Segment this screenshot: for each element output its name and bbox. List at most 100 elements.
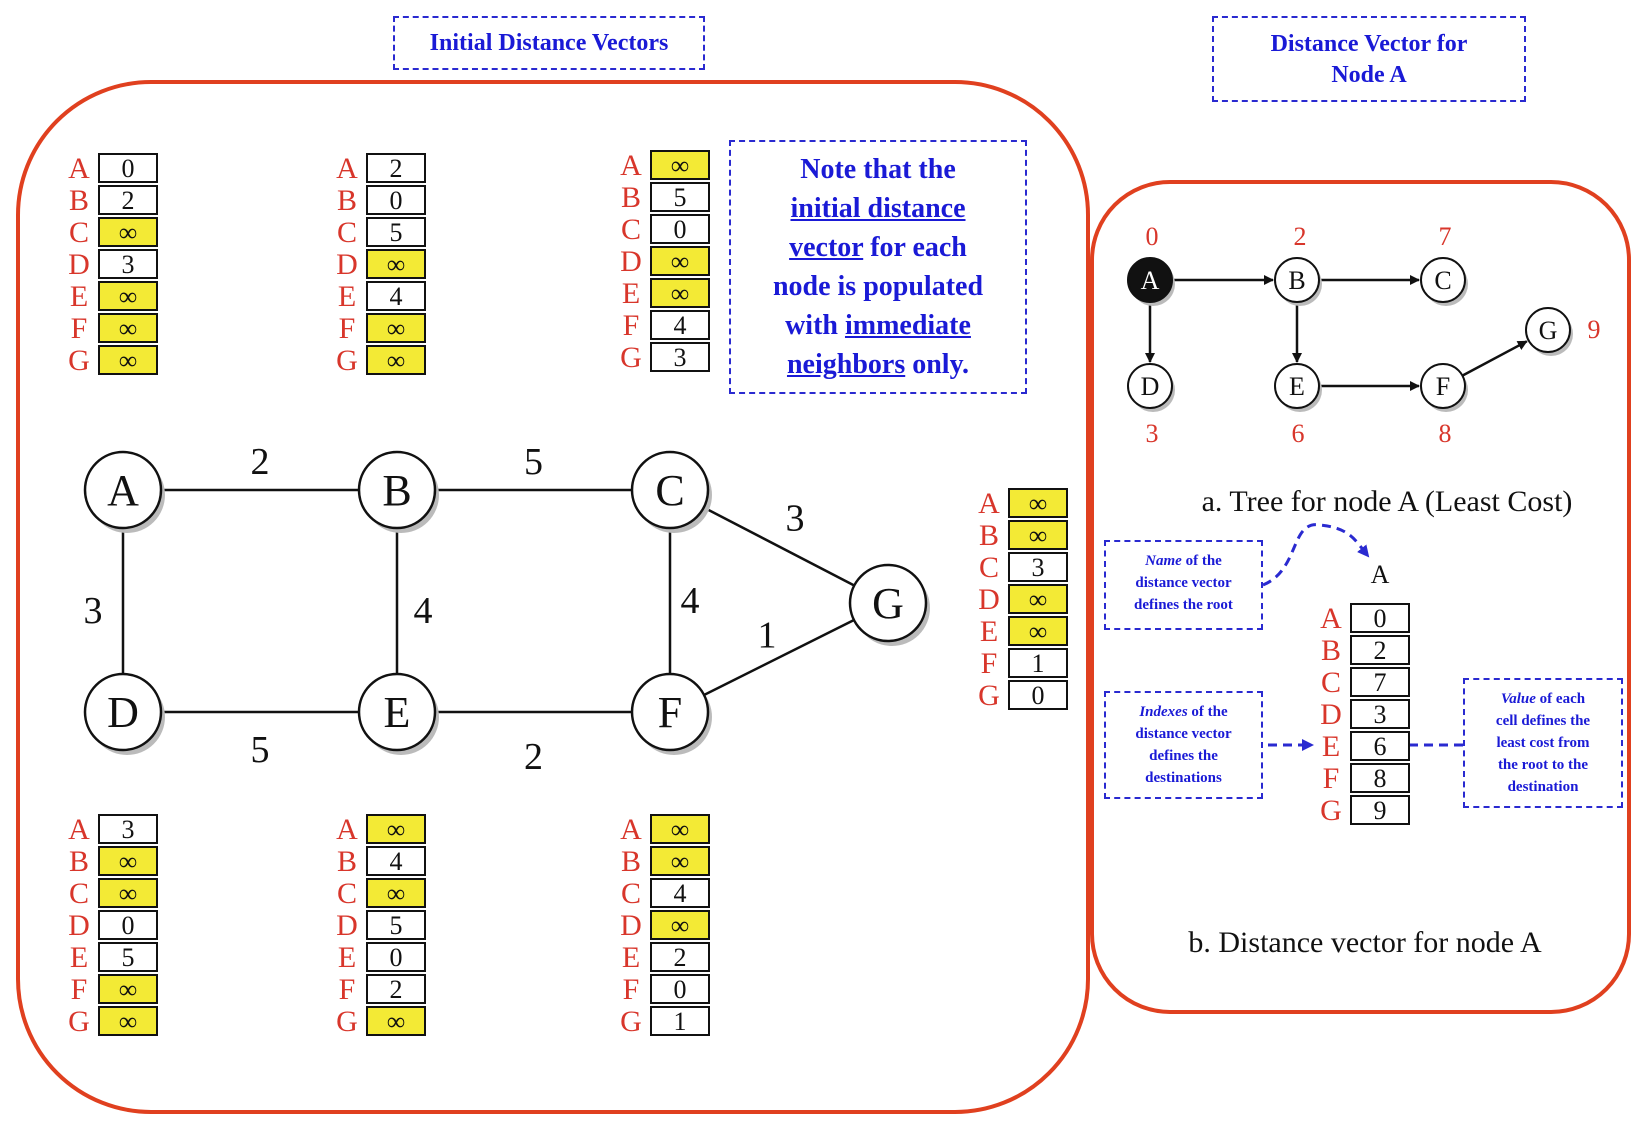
vector-cell: 5 <box>366 910 426 940</box>
graph-edge-fg <box>669 601 889 714</box>
graph-node-b <box>357 450 437 530</box>
vector-index-label: E <box>69 280 89 313</box>
vector-cell: 3 <box>650 342 710 372</box>
tree-node-label: F <box>1436 372 1450 401</box>
vector-cell: 0 <box>1350 603 1410 633</box>
tree-node-label: D <box>1141 372 1160 401</box>
vector-cell: 3 <box>1350 699 1410 729</box>
vector-a-name: A <box>1370 560 1390 589</box>
vector-cell: ∞ <box>650 246 710 276</box>
note-w5: node is populated <box>772 271 984 302</box>
vector-index-label: B <box>68 184 89 217</box>
graph-edge-cost: 4 <box>681 580 700 622</box>
value-callout-r5: destination <box>1507 779 1579 795</box>
vector-cell: 1 <box>1008 648 1068 678</box>
tree-node-cost: 6 <box>1292 419 1305 448</box>
vector-cell: 4 <box>366 846 426 876</box>
vector-index-label: D <box>978 583 1000 616</box>
vector-cell: 0 <box>1008 680 1068 710</box>
indexes-callout-r2: distance vector <box>1135 726 1232 742</box>
value-callout-r1: of each <box>1539 691 1586 707</box>
graph-node-a <box>83 450 163 530</box>
vector-cell: ∞ <box>98 217 158 247</box>
indexes-callout-r1: of the <box>1191 704 1228 720</box>
vector-index-label: G <box>620 341 642 374</box>
vector-index-label: D <box>68 909 90 942</box>
graph-edge-cost: 4 <box>414 590 433 632</box>
vector-cell: ∞ <box>366 1006 426 1036</box>
vector-cell: ∞ <box>366 313 426 343</box>
indexes-callout: Indexes of the distance vector defines t… <box>1104 691 1263 799</box>
vector-index-label: D <box>68 248 90 281</box>
name-callout-em: Name <box>1145 553 1182 569</box>
vector-index-label: A <box>620 149 642 182</box>
vector-index-label: F <box>622 973 640 1006</box>
vector-index-label: G <box>620 1005 642 1038</box>
tree-node-label: C <box>1434 266 1451 295</box>
tree-node-g <box>1525 307 1571 353</box>
vector-cell: 6 <box>1350 731 1410 761</box>
graph-node-label: B <box>382 466 411 515</box>
vector-index-label: A <box>336 152 358 185</box>
name-callout: Name of the distance vector defines the … <box>1104 540 1263 630</box>
vector-cell: ∞ <box>650 846 710 876</box>
graph-edge-cost: 5 <box>251 729 270 771</box>
indexes-callout-r3: defines the <box>1149 748 1218 764</box>
vector-index-label: B <box>336 184 357 217</box>
tree-edges <box>1145 275 1528 391</box>
vector-cell: ∞ <box>98 846 158 876</box>
vector-cell: 7 <box>1350 667 1410 697</box>
vector-cell: 3 <box>98 814 158 844</box>
graph-node-label: D <box>107 688 139 737</box>
vector-index-label: D <box>336 248 358 281</box>
vector-cell: ∞ <box>98 878 158 908</box>
graph-edge-cost: 3 <box>84 590 103 632</box>
vector-cell: ∞ <box>366 878 426 908</box>
node-a-panel <box>1090 180 1631 1014</box>
vector-index-label: C <box>620 877 641 910</box>
vector-index-label: C <box>68 877 89 910</box>
vector-cell: 0 <box>650 214 710 244</box>
note-w2: initial distance <box>790 193 966 224</box>
note-w1: Note that the <box>800 154 956 185</box>
vector-cell: ∞ <box>650 278 710 308</box>
vector-a-heading-line2: Node A <box>1331 62 1407 88</box>
name-callout-r3: defines the root <box>1134 597 1233 613</box>
note-w4: for each <box>870 232 967 263</box>
vector-index-label: B <box>978 519 999 552</box>
vector-index-label: F <box>622 309 640 342</box>
vector-cell: 0 <box>98 153 158 183</box>
value-callout-em: Value <box>1500 691 1536 707</box>
vector-cell: ∞ <box>650 150 710 180</box>
vector-cell: ∞ <box>366 345 426 375</box>
vector-cell: 9 <box>1350 795 1410 825</box>
tree-node-a <box>1127 257 1173 303</box>
graph-edge-cost: 2 <box>251 441 270 483</box>
graph-edge-cost: 1 <box>758 615 777 657</box>
vector-cell: ∞ <box>366 814 426 844</box>
vector-index-label: D <box>336 909 358 942</box>
tree-node-d <box>1127 363 1173 409</box>
tree-edge-fg <box>1461 340 1528 377</box>
tree-node-cost: 3 <box>1146 419 1159 448</box>
vector-cell: ∞ <box>1008 488 1068 518</box>
vector-index-label: A <box>336 813 358 846</box>
vector-index-label: C <box>336 216 357 249</box>
tree-node-cost: 2 <box>1294 222 1307 251</box>
name-callout-arrow <box>1262 523 1370 587</box>
graph-node-d <box>83 672 163 752</box>
vector-cell: ∞ <box>98 345 158 375</box>
graph-node-g <box>848 563 928 643</box>
vector-index-label: F <box>70 973 88 1006</box>
value-callout-r3: least cost from <box>1496 735 1590 751</box>
vector-cell: ∞ <box>98 281 158 311</box>
vector-cell: 4 <box>650 310 710 340</box>
vector-index-label: E <box>979 615 999 648</box>
name-callout-r2: distance vector <box>1135 575 1232 591</box>
vector-cell: 5 <box>98 942 158 972</box>
tree-node-label: G <box>1539 316 1558 345</box>
vector-index-label: B <box>620 845 641 878</box>
